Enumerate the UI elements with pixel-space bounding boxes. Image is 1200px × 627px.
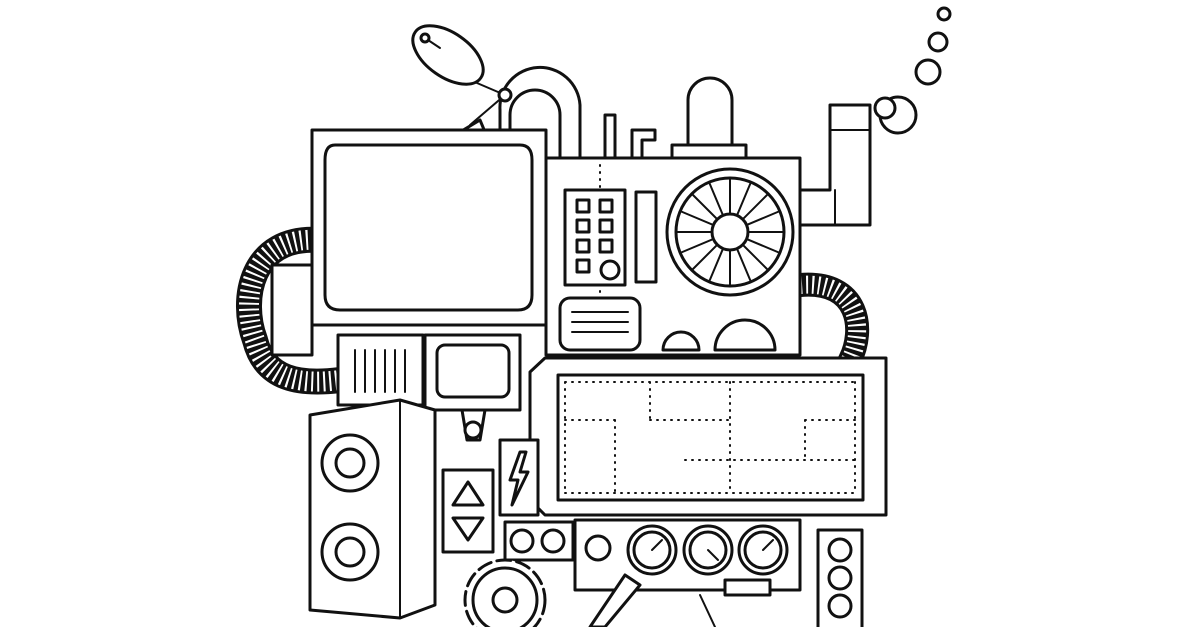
fan-icon	[665, 167, 795, 297]
vent-grille	[558, 296, 642, 352]
gauge-small	[661, 330, 701, 352]
left-coiled-hose	[236, 226, 342, 395]
smoke-puffs	[873, 6, 952, 135]
beacon-light	[670, 76, 748, 162]
knobs	[503, 520, 575, 562]
satellite-dish	[411, 24, 513, 134]
arrow-up-icon	[451, 480, 485, 507]
gauge-medium	[713, 318, 777, 352]
small-monitor	[423, 333, 522, 442]
slider-scale	[634, 190, 658, 284]
up-down-buttons	[441, 468, 495, 554]
bottom-gauges	[573, 518, 802, 627]
power-strip	[816, 528, 864, 627]
speaker-vent	[336, 333, 425, 407]
gear-icon	[463, 558, 547, 627]
exhaust-pipe	[798, 103, 872, 227]
keypad-buttons	[575, 198, 621, 281]
tv-monitor	[310, 128, 548, 327]
power-icon	[599, 259, 621, 281]
riveted-display-panel	[528, 356, 888, 517]
lever-arm	[588, 573, 642, 627]
sun-dial-icon	[584, 534, 612, 562]
control-panel	[544, 156, 802, 357]
lightning-icon	[498, 438, 540, 517]
arrow-down-icon	[451, 516, 485, 542]
loudspeaker	[308, 398, 437, 620]
